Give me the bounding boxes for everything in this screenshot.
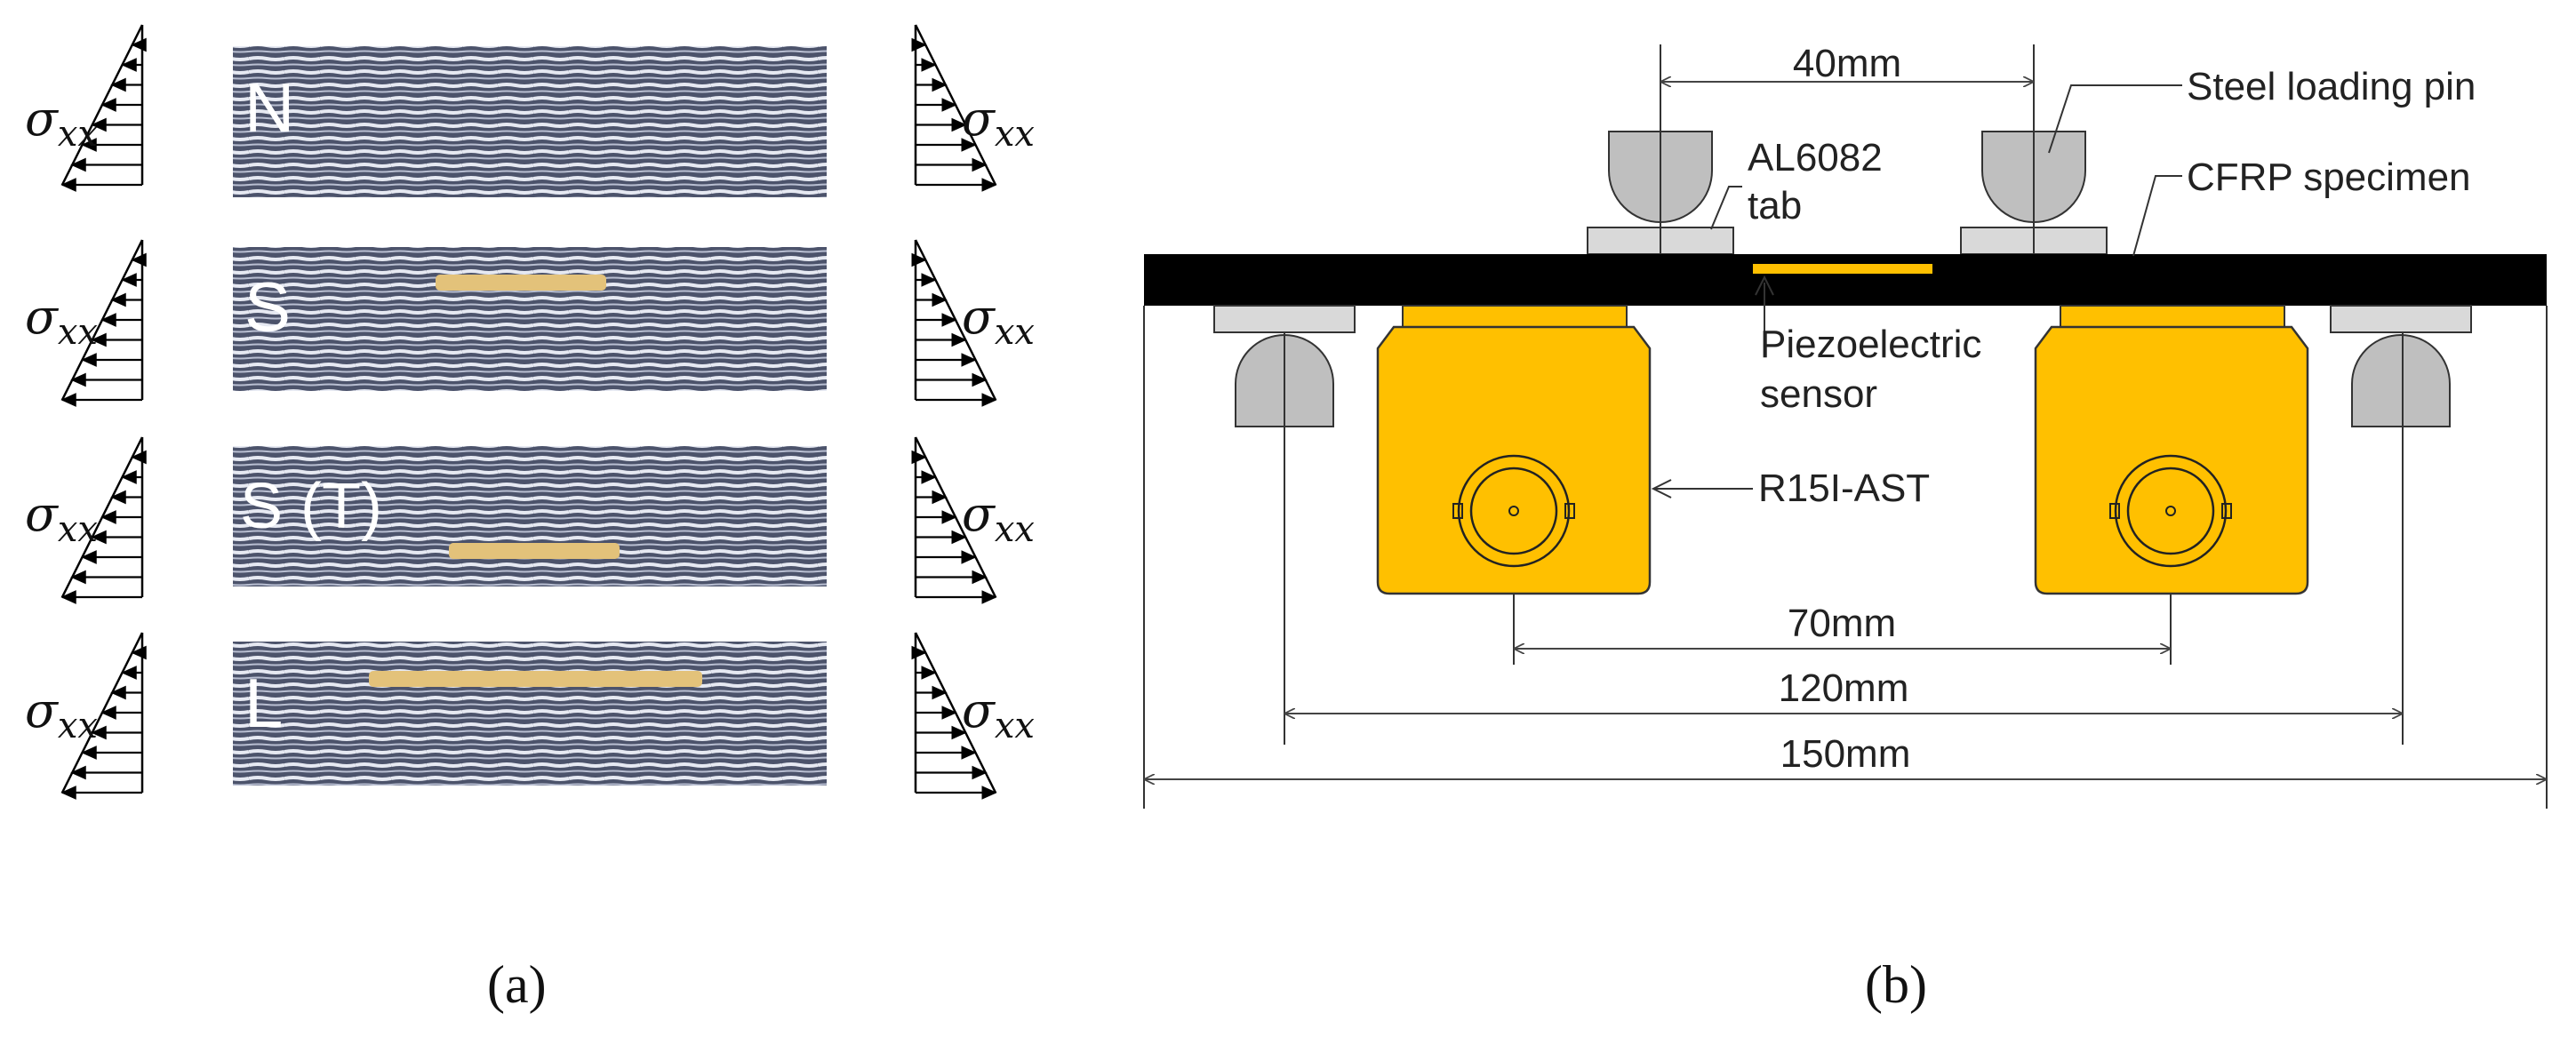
embedded-sensor-s xyxy=(436,275,606,291)
specimen-image-l xyxy=(233,642,827,786)
transducer-left xyxy=(1376,305,1652,595)
label-cfrp-specimen: CFRP specimen xyxy=(2187,156,2471,199)
specimen-label-l: L xyxy=(244,664,283,742)
specimen-row-s: σxx S σxx xyxy=(25,240,1035,400)
specimen-image-n xyxy=(233,46,827,197)
panel-a: σxx N σxx σxx S σxx σxx S (T) σxx xyxy=(25,25,1035,1014)
dimension-40mm-label: 40mm xyxy=(1793,42,1901,85)
al-tab-bottom-left xyxy=(1213,305,1356,333)
specimen-label-n: N xyxy=(244,68,294,147)
specimen-label-s-t: S (T) xyxy=(240,471,382,542)
specimen-image-s xyxy=(233,247,827,391)
panel-b: 40mm xyxy=(1143,42,2548,1014)
label-piezo-line1: Piezoelectric xyxy=(1760,323,1981,366)
specimen-row-n: σxx N σxx xyxy=(25,25,1035,197)
stress-label-left: σxx xyxy=(25,91,98,155)
leader-tab xyxy=(1710,186,1742,230)
leader-piezo-arrow-icon xyxy=(1755,275,1774,296)
connector-icon xyxy=(2114,454,2228,568)
dimension-70mm-label: 70mm xyxy=(1788,602,1896,645)
label-piezo-line2: sensor xyxy=(1760,372,1877,416)
transducer-right xyxy=(2034,305,2309,595)
label-transducer: R15I-AST xyxy=(1758,467,1930,510)
dimension-150mm-label: 150mm xyxy=(1780,732,1911,776)
label-tab-line2: tab xyxy=(1748,184,1802,227)
al-tab-bottom-right xyxy=(2330,305,2472,333)
panel-caption-a: (a) xyxy=(487,955,547,1014)
stress-label-right: σxx xyxy=(962,91,1035,155)
connector-icon xyxy=(1457,454,1571,568)
specimen-row-s-t: σxx S (T) σxx xyxy=(25,437,1035,597)
specimen-row-l: σxx L σxx xyxy=(25,633,1035,793)
stress-label-right: σxx xyxy=(962,486,1035,550)
leader-cfrp-specimen xyxy=(2132,175,2182,257)
stress-label-right: σxx xyxy=(962,682,1035,746)
stress-distribution-left-icon xyxy=(62,25,142,185)
leader-transducer-arrow-icon xyxy=(1651,479,1672,499)
support-pin-right xyxy=(2351,334,2451,427)
panel-caption-b: (b) xyxy=(1865,955,1927,1014)
embedded-sensor-s-t xyxy=(449,543,620,559)
specimen-image-s-t xyxy=(233,446,827,586)
cfrp-specimen-bar xyxy=(1144,254,2547,306)
piezoelectric-sensor xyxy=(1753,264,1932,274)
stress-label-left: σxx xyxy=(25,289,98,353)
label-steel-loading-pin: Steel loading pin xyxy=(2187,65,2476,108)
stress-label-left: σxx xyxy=(25,682,98,746)
stress-label-left: σxx xyxy=(25,486,98,550)
dimension-120mm-label: 120mm xyxy=(1779,666,1909,710)
label-tab-line1: AL6082 xyxy=(1748,136,1883,179)
leader-steel-loading-pin xyxy=(2048,84,2182,154)
specimen-label-s: S xyxy=(244,267,291,346)
embedded-sensor-l xyxy=(369,671,702,687)
stress-label-right: σxx xyxy=(962,289,1035,353)
